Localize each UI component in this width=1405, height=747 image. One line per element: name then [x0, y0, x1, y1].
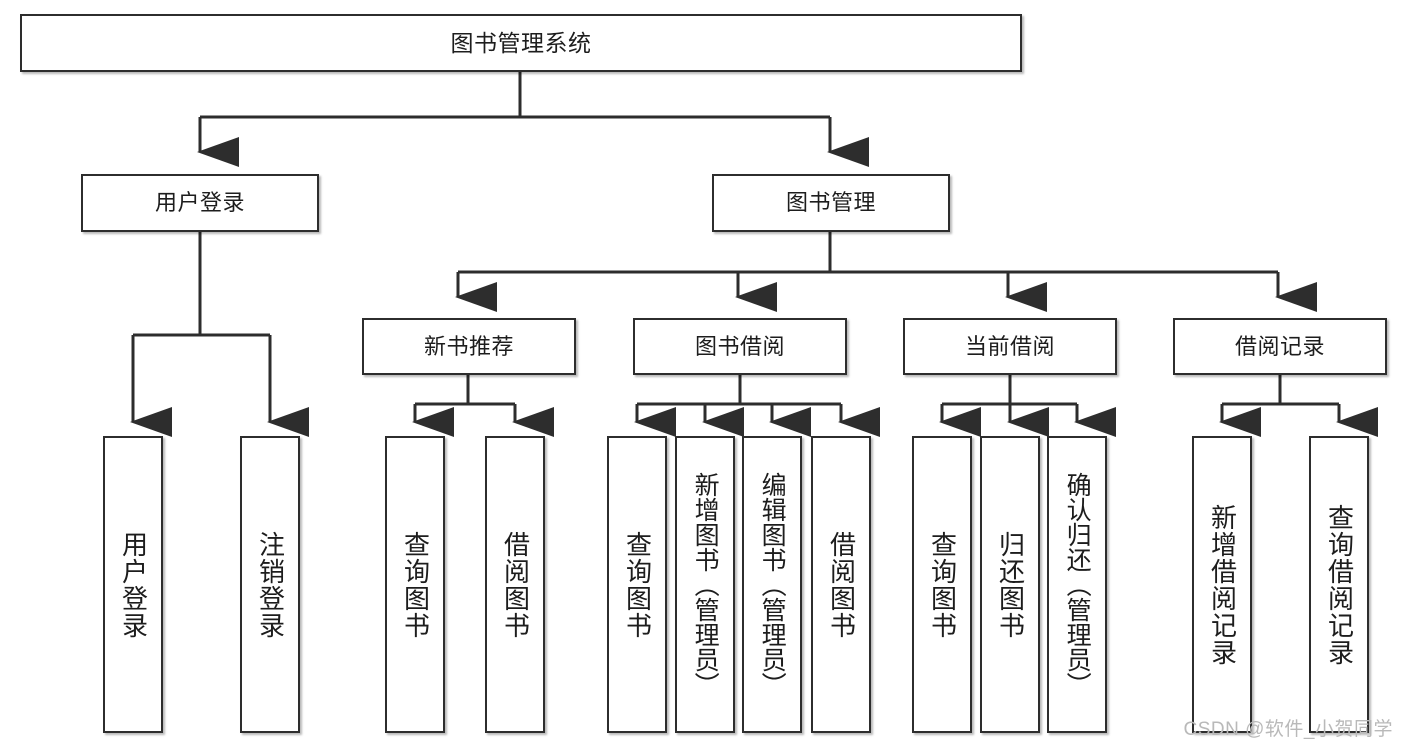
leaf-borrow-record-2-label: 查询借阅记录: [1324, 503, 1355, 666]
watermark: CSDN @软件_小贺同学: [1183, 719, 1393, 740]
leaf-user-login-2[interactable]: 注销登录: [240, 436, 300, 733]
leaf-user-login-2-label: 注销登录: [255, 530, 286, 639]
leaf-current-borrow-3-label: 确认归还（管理员）: [1063, 472, 1092, 697]
leaf-new-book-1-label: 查询图书: [400, 530, 431, 639]
node-user-login-label: 用户登录: [154, 190, 245, 215]
leaf-new-book-2[interactable]: 借阅图书: [485, 436, 545, 733]
node-user-login[interactable]: 用户登录: [81, 174, 319, 232]
node-new-book-recommend[interactable]: 新书推荐: [362, 318, 576, 375]
leaf-current-borrow-2-label: 归还图书: [995, 530, 1026, 639]
leaf-book-borrow-1-label: 查询图书: [622, 530, 653, 639]
leaf-book-borrow-4[interactable]: 借阅图书: [811, 436, 871, 733]
node-current-borrow[interactable]: 当前借阅: [903, 318, 1117, 375]
leaf-current-borrow-1-label: 查询图书: [927, 530, 958, 639]
leaf-book-borrow-1[interactable]: 查询图书: [607, 436, 667, 733]
leaf-current-borrow-2[interactable]: 归还图书: [980, 436, 1040, 733]
node-book-manage-label: 图书管理: [785, 190, 876, 215]
node-current-borrow-label: 当前借阅: [964, 333, 1055, 359]
leaf-user-login-1-label: 用户登录: [118, 530, 149, 639]
leaf-current-borrow-3[interactable]: 确认归还（管理员）: [1047, 436, 1107, 733]
leaf-current-borrow-1[interactable]: 查询图书: [912, 436, 972, 733]
node-borrow-record[interactable]: 借阅记录: [1173, 318, 1387, 375]
node-new-book-recommend-label: 新书推荐: [423, 333, 514, 359]
node-root-label: 图书管理系统: [450, 29, 592, 56]
leaf-book-borrow-4-label: 借阅图书: [826, 530, 857, 639]
node-book-borrow[interactable]: 图书借阅: [633, 318, 847, 375]
node-borrow-record-label: 借阅记录: [1234, 333, 1325, 359]
leaf-book-borrow-2-label: 新增图书（管理员）: [691, 472, 720, 697]
leaf-book-borrow-3[interactable]: 编辑图书（管理员）: [742, 436, 802, 733]
leaf-borrow-record-1-label: 新增借阅记录: [1207, 503, 1238, 666]
leaf-new-book-1[interactable]: 查询图书: [385, 436, 445, 733]
node-book-manage[interactable]: 图书管理: [712, 174, 950, 232]
leaf-new-book-2-label: 借阅图书: [500, 530, 531, 639]
leaf-user-login-1[interactable]: 用户登录: [103, 436, 163, 733]
node-root[interactable]: 图书管理系统: [20, 14, 1022, 72]
leaf-book-borrow-3-label: 编辑图书（管理员）: [758, 472, 787, 697]
leaf-borrow-record-1[interactable]: 新增借阅记录: [1192, 436, 1252, 733]
leaf-book-borrow-2[interactable]: 新增图书（管理员）: [675, 436, 735, 733]
node-book-borrow-label: 图书借阅: [694, 333, 785, 359]
leaf-borrow-record-2[interactable]: 查询借阅记录: [1309, 436, 1369, 733]
